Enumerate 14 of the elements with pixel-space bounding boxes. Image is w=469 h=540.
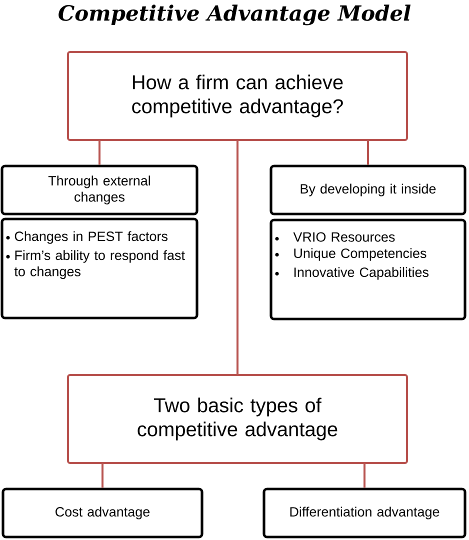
connector [367, 141, 369, 165]
question-box: Two basic types of competitive advantage [67, 374, 408, 464]
bullet-list-box: VRIO Resources Unique Competencies Innovative Capabilities [270, 218, 466, 320]
connector [102, 464, 104, 488]
category-box: Differentiation advantage [262, 488, 466, 538]
question-box: How a firm can achieve competitive advantage? [67, 51, 408, 141]
connector [98, 141, 100, 165]
connector [236, 141, 238, 374]
category-box: By developing it inside [270, 164, 466, 216]
bullet-list-box: Changes in PEST factors Firm’s ability to respond fast to changes [0, 218, 198, 320]
connector [364, 464, 366, 488]
category-box: Cost advantage [2, 488, 204, 538]
category-box: Through external changes [0, 164, 198, 216]
title: Competitive Advantage Model [58, 4, 411, 26]
